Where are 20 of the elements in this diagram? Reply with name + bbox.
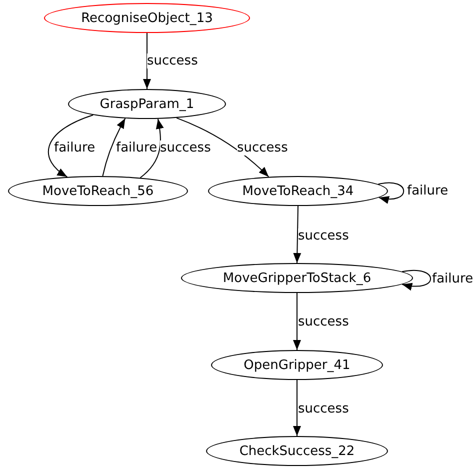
node-label: MoveToReach_56	[42, 184, 154, 198]
arrow	[293, 292, 301, 350]
node-label: MoveGripperToStack_6	[222, 270, 372, 286]
arrow	[102, 118, 126, 177]
node-label: MoveToReach_34	[242, 184, 354, 198]
arrow	[402, 270, 432, 290]
arrow	[293, 380, 301, 436]
node-label: CheckSuccess_22	[239, 444, 355, 458]
arrow	[143, 32, 151, 90]
arrow	[293, 206, 302, 264]
node-label: OpenGripper_41	[244, 358, 350, 372]
arrow	[140, 118, 164, 178]
arrow	[48, 114, 94, 178]
node-label: GraspParam_1	[100, 96, 194, 112]
ellipse-node	[208, 176, 388, 206]
ellipse-node	[181, 263, 413, 293]
arrow	[378, 182, 404, 204]
edge-label: success	[147, 54, 198, 68]
arrow	[176, 117, 270, 178]
node-label: RecogniseObject_13	[81, 10, 213, 26]
